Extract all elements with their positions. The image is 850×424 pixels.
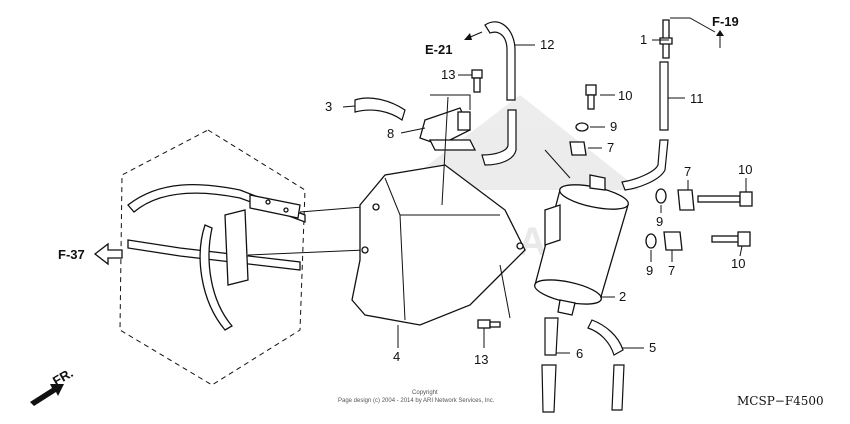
washer-9-low <box>645 233 657 249</box>
cover-mount-hole <box>361 246 369 254</box>
part-label-2: 2 <box>619 289 626 304</box>
grommet-7-mid <box>677 189 695 211</box>
ref-e21[interactable]: E-21 <box>425 42 452 57</box>
canister-cover-fold <box>399 214 406 321</box>
leader-8 <box>400 127 426 134</box>
frame-detail <box>119 129 306 386</box>
washer-9-mid <box>655 188 667 204</box>
grommet-7-top <box>569 141 587 156</box>
bolt-head <box>737 231 751 247</box>
leader-frame-lower <box>247 249 366 256</box>
bolt-shank <box>697 195 741 203</box>
part-label-1: 1 <box>640 32 647 47</box>
canister-bottom-port <box>557 299 576 316</box>
hose-12-upper <box>484 21 516 101</box>
part-label-5: 5 <box>649 340 656 355</box>
arrow-e21-head <box>464 33 472 40</box>
part-label-10-low: 10 <box>731 256 745 271</box>
honda-wing-shape <box>395 95 640 190</box>
hose-3 <box>354 97 406 121</box>
arrow-front <box>30 384 64 406</box>
bolt-head <box>471 69 483 79</box>
part-label-9-mid: 9 <box>656 214 663 229</box>
part-label-10-mid: 10 <box>738 162 752 177</box>
leader-valve-to-cover <box>441 96 449 206</box>
frame-hole <box>283 207 289 213</box>
bolt-13-lower <box>477 319 501 329</box>
valve-leader-box <box>430 94 471 110</box>
washer-9-top <box>575 122 589 132</box>
part-label-8: 8 <box>387 126 394 141</box>
leader-cover-bolt <box>499 264 511 319</box>
bolt-head <box>477 319 491 329</box>
frame-rail-top <box>127 183 306 223</box>
purge-control-valve <box>419 94 477 151</box>
cover-mount-hole <box>516 242 524 250</box>
part-label-13-lower: 13 <box>474 352 488 367</box>
part-label-7-low: 7 <box>668 263 675 278</box>
frame-hole <box>265 199 271 205</box>
leader-f19 <box>670 17 716 33</box>
copyright-line-2: Page design (c) 2004 - 2014 by ARI Netwo… <box>338 398 495 404</box>
part-label-9-low: 9 <box>646 263 653 278</box>
copyright-line-1: Copyright <box>412 390 438 396</box>
ref-f19[interactable]: F-19 <box>712 14 739 29</box>
bolt-shank <box>711 235 741 243</box>
hose-11-upper <box>659 61 669 131</box>
part-label-7-top: 7 <box>607 140 614 155</box>
bolt-10-mid <box>697 191 753 207</box>
canister-top-port <box>589 174 606 191</box>
bolt-shank <box>489 321 501 328</box>
frame-rail-middle <box>127 239 301 271</box>
frame-bracket <box>224 209 249 286</box>
valve-bracket <box>428 139 477 151</box>
canister-cover <box>351 164 526 326</box>
bolt-head <box>739 191 753 207</box>
bolt-shank <box>473 77 481 93</box>
part-label-13-upper: 13 <box>441 67 455 82</box>
valve-connector <box>457 111 471 131</box>
part-label-10-top: 10 <box>618 88 632 103</box>
ref-f37[interactable]: F-37 <box>58 247 85 262</box>
bolt-10-top <box>585 84 597 110</box>
fitting-1-collar <box>659 37 673 45</box>
arrow-f19-head <box>716 30 724 36</box>
hose-12-lower <box>481 109 517 166</box>
part-label-6: 6 <box>576 346 583 361</box>
grommet-7-low <box>663 231 683 251</box>
hose-5-upper <box>587 319 624 356</box>
evap-canister <box>534 174 629 316</box>
part-label-9-top: 9 <box>610 119 617 134</box>
hose-11-lower <box>621 139 669 191</box>
hose-6-upper <box>544 317 559 356</box>
diagram-code: MCSP−F4500 <box>737 394 824 408</box>
arrow-f37 <box>93 242 123 266</box>
canister-cover-body <box>351 164 526 326</box>
canister-bracket <box>544 204 561 246</box>
frame-mount-tab <box>249 194 301 219</box>
part-label-7-mid: 7 <box>684 164 691 179</box>
leader-grommet-to-canister <box>544 149 571 179</box>
hose-5-lower <box>611 364 625 411</box>
bolt-head <box>585 84 597 96</box>
part-label-4: 4 <box>393 349 400 364</box>
part-label-3: 3 <box>325 99 332 114</box>
cover-mount-hole <box>372 203 380 211</box>
leader-3 <box>342 105 356 108</box>
frame-tube-vertical <box>199 224 234 331</box>
bolt-shank <box>587 94 595 110</box>
bolt-13-upper <box>471 69 483 93</box>
part-label-11: 11 <box>690 91 704 106</box>
hose-6-lower <box>541 364 557 413</box>
leader-10-low <box>739 245 743 257</box>
part-label-12: 12 <box>540 37 554 52</box>
bolt-10-low <box>711 231 751 247</box>
